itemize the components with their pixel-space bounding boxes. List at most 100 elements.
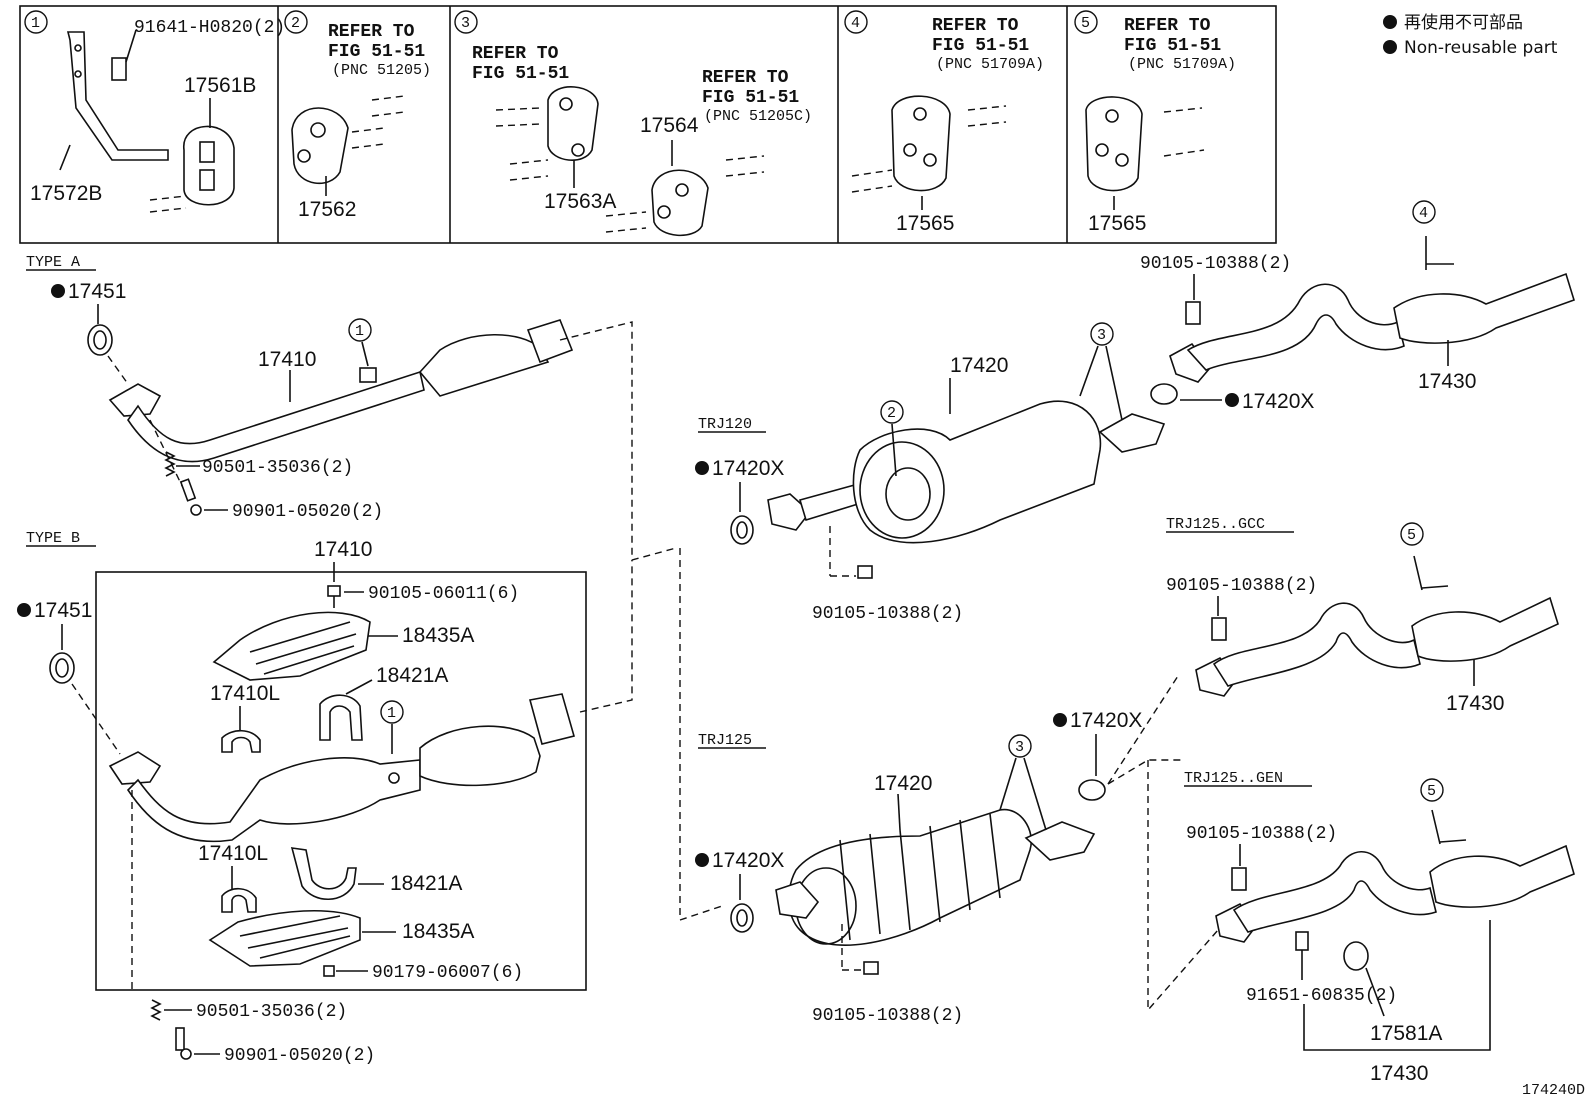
connector-line — [1107, 759, 1184, 785]
screw-drawing — [1295, 931, 1309, 951]
refer-fig: FIG 51-51 — [1124, 36, 1221, 56]
part-label-gasket-l: 17420X — [712, 457, 784, 480]
part-label: 17565 — [896, 212, 954, 235]
part-label-bolt-top: 90105-06011(6) — [368, 584, 519, 604]
part-label-gasket-r: 17420X — [1070, 709, 1142, 732]
heat-shield-drawing — [208, 909, 361, 967]
tail-pipe-drawing — [1232, 851, 1437, 933]
clamp-drawing — [290, 847, 357, 900]
part-label-bolt: 90105-10388(2) — [1166, 576, 1317, 596]
bolt-drawing — [1231, 867, 1247, 891]
part-label-bracket-bot: 17410L — [198, 842, 268, 865]
refer-to: REFER TO — [932, 16, 1019, 36]
callout-number-3: 3 — [1097, 327, 1106, 344]
part-label-clamp-top: 18421A — [376, 664, 448, 687]
refer-fig: FIG 51-51 — [472, 64, 569, 84]
part-label-b: 17563A — [544, 190, 616, 213]
refer-to: REFER TO — [1124, 16, 1211, 36]
part-label-gasket: 17451 — [34, 599, 92, 622]
bolt-drawing — [175, 1027, 185, 1051]
callout-number-5: 5 — [1427, 783, 1436, 800]
part-label-gasket-r: 17420X — [1242, 390, 1314, 413]
part-label-clamp-bot: 18421A — [390, 872, 462, 895]
refer-pnc: (PNC 51709A) — [1128, 56, 1236, 73]
callout-number: 1 — [31, 15, 40, 32]
part-label-hanger: 17581A — [1370, 1022, 1442, 1045]
muffler-drawing — [788, 808, 1033, 946]
part-label-pipe: 17410 — [314, 538, 372, 561]
part-label: 17562 — [298, 198, 356, 221]
bolt-drawing — [857, 565, 873, 579]
flange-drawing — [767, 493, 812, 531]
heat-shield-drawing — [212, 611, 371, 681]
part-label-shield-top: 18435A — [402, 624, 474, 647]
callout-number: 5 — [1081, 15, 1090, 32]
part-label-screw: 91651-60835(2) — [1246, 986, 1397, 1006]
tail-pipe-drawing — [1212, 602, 1421, 687]
rubber-hanger-drawing — [547, 86, 599, 161]
bracket-drawing — [221, 729, 261, 753]
trj125-gen-title: TRJ125..GEN — [1184, 770, 1283, 787]
callout-number: 3 — [461, 15, 470, 32]
non-reusable-dot-icon — [1383, 15, 1397, 29]
tail-silencer-drawing — [1411, 596, 1559, 662]
type-a-title: TYPE A — [26, 254, 80, 271]
gasket-drawing — [730, 903, 754, 933]
refer-to: REFER TO — [472, 44, 559, 64]
non-reusable-dot-icon — [1053, 713, 1067, 727]
part-label-gasket-l: 17420X — [712, 849, 784, 872]
flange-drawing — [1169, 342, 1212, 383]
inset-2: 2 REFER TO FIG 51-51 (PNC 51205) 17562 — [284, 10, 431, 221]
gasket-drawing — [1150, 383, 1178, 405]
trj125-gen-section: TRJ125..GEN 90105-10388(2) 5 91651-60835… — [1184, 770, 1575, 1085]
callout-number: 1 — [355, 323, 364, 340]
part-label-bolt: 90105-10388(2) — [812, 1006, 963, 1026]
bolt-drawing — [179, 478, 197, 502]
trj125-title: TRJ125 — [698, 732, 752, 749]
inset-5: 5 REFER TO FIG 51-51 (PNC 51709A) 17565 — [1074, 10, 1236, 235]
refer-pnc-2: (PNC 51205C) — [704, 108, 812, 125]
type-a-section: TYPE A 17451 1 17410 90501-35036(2) 9090… — [26, 254, 574, 522]
callout-number: 1 — [387, 705, 396, 722]
bolt-drawing — [327, 585, 341, 597]
muffler-drawing — [852, 400, 1102, 544]
hanger-bracket-drawing — [66, 31, 169, 161]
part-label-a: 17564 — [640, 114, 699, 137]
connector-line — [559, 321, 677, 561]
trj125-gcc-section: TRJ125..GCC 90105-10388(2) 5 17430 — [1166, 516, 1559, 715]
refer-fig: FIG 51-51 — [932, 36, 1029, 56]
refer-pnc: (PNC 51205) — [332, 62, 431, 79]
rubber-hanger-drawing — [183, 125, 235, 206]
trj125-section: TRJ125 17420X 17420 3 17420X 90105-10388… — [695, 675, 1219, 1026]
outlet-flange-drawing — [528, 693, 575, 745]
refer-to-2: REFER TO — [702, 68, 789, 88]
inset-frame — [19, 5, 1277, 244]
part-label-spring: 90501-35036(2) — [196, 1002, 347, 1022]
connector-line — [679, 548, 723, 921]
trj120-title: TRJ120 — [698, 416, 752, 433]
flange-drawing — [108, 751, 162, 785]
refer-fig: FIG 51-51 — [328, 42, 425, 62]
flange-drawing — [108, 383, 162, 417]
part-label-shield-bot: 18435A — [402, 920, 474, 943]
trj120-section: TRJ120 17420X 17420 2 3 90105-10388(2) 1… — [695, 200, 1575, 624]
inset-strip — [19, 5, 1277, 244]
part-label-spring: 90501-35036(2) — [202, 458, 353, 478]
exhaust-pipe-drawing — [126, 757, 421, 843]
part-label-bracket: 17572B — [30, 182, 102, 205]
legend: 再使用不可部品 Non-reusable part — [1383, 12, 1558, 58]
callout-number-3: 3 — [1015, 739, 1024, 756]
part-label-bolt: 90105-10388(2) — [812, 604, 963, 624]
tail-pipe-drawing — [1186, 283, 1405, 371]
non-reusable-dot-icon — [51, 284, 65, 298]
part-label-pipe: 17410 — [258, 348, 316, 371]
exhaust-pipe-drawing — [127, 370, 425, 463]
bolt-drawing — [111, 57, 127, 81]
gasket-drawing — [730, 515, 754, 545]
part-label-bolt: 90901-05020(2) — [224, 1046, 375, 1066]
inset-1: 1 91641-H0820(2) 17561B 17572B — [24, 10, 285, 213]
non-reusable-dot-icon — [1383, 40, 1397, 54]
part-label-hanger: 17561B — [184, 74, 256, 97]
bolt-drawing — [1211, 617, 1227, 641]
outlet-flange-drawing — [1024, 821, 1096, 861]
